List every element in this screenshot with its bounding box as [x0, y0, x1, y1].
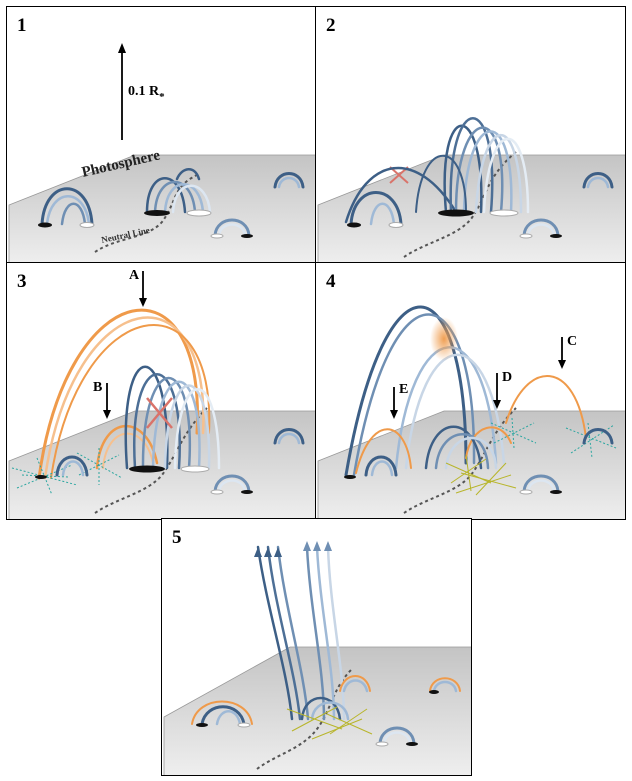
- panel-5: 5: [161, 518, 472, 776]
- photosphere-plane: [163, 646, 471, 775]
- orange-blob: [430, 317, 458, 361]
- loop-group-mid: [339, 675, 371, 693]
- yellow-ribbons: [445, 454, 517, 496]
- neutral-line: [403, 151, 517, 258]
- orange-loop-e: [355, 428, 412, 474]
- panel-number: 4: [326, 271, 336, 292]
- panel-1-diagram: 0.1 R* Photosphere Neutral Line: [8, 43, 316, 263]
- erupting-loops: [344, 305, 506, 477]
- arrow-a-head: [139, 298, 147, 307]
- yellow-ribbons: [286, 706, 373, 740]
- orange-loop-c: [505, 374, 587, 439]
- reconnection-x: [146, 397, 173, 429]
- cyan-burst-2: [565, 422, 617, 459]
- panel-3-diagram: A B: [8, 268, 316, 519]
- label-e: E: [399, 382, 408, 397]
- loop-group-center: [144, 168, 212, 217]
- orange-loop-a: [37, 308, 211, 480]
- loop-group-right: [375, 677, 461, 747]
- loop-group-left: [344, 455, 398, 479]
- arrow-e-head: [390, 410, 398, 419]
- post-flare-loops: [424, 425, 498, 470]
- cyan-burst-1: [490, 417, 537, 449]
- neutral-line: [94, 407, 208, 514]
- neutral-line: [256, 668, 353, 770]
- loop-group-center: [344, 117, 530, 224]
- cyan-burst-right: [76, 448, 123, 485]
- neutral-line: [94, 174, 198, 253]
- loop-group-left: [347, 191, 404, 228]
- panel-number: 5: [172, 527, 182, 548]
- loop-group-left: [35, 455, 89, 479]
- panel-3: 3: [6, 262, 317, 520]
- loop-group-right: [210, 428, 305, 495]
- post-flare-loops: [300, 696, 350, 721]
- orange-loop-d: [465, 426, 512, 459]
- arrows-down: [254, 547, 282, 557]
- panel-number: 1: [17, 15, 27, 36]
- label-d: D: [502, 370, 512, 385]
- label-c: C: [567, 334, 577, 349]
- panel-1: 1 0.1 R* Photosphere Neutral Line: [6, 6, 317, 264]
- panel-number: 2: [326, 15, 336, 36]
- arrow-c-head: [558, 360, 566, 369]
- scale-arrow-head: [118, 43, 126, 53]
- panel-2: 2: [315, 6, 626, 264]
- open-field-lines: [256, 545, 346, 721]
- panel-4-diagram: C D E: [317, 305, 625, 519]
- neutral-line: [403, 407, 517, 514]
- loop-group-right: [519, 172, 614, 239]
- label-b: B: [93, 380, 102, 395]
- panel-2-diagram: [317, 117, 625, 263]
- loop-group-right: [519, 428, 614, 495]
- arrows-up: [303, 541, 332, 551]
- panel-4: 4: [315, 262, 626, 520]
- panel-number: 3: [17, 271, 27, 292]
- loop-group-left: [191, 700, 253, 728]
- loop-group-left: [38, 187, 95, 228]
- photosphere-plane: [8, 410, 316, 519]
- label-a: A: [129, 268, 140, 283]
- scale-label: 0.1 R*: [128, 84, 165, 103]
- photosphere-plane: [317, 154, 625, 263]
- panel-5-diagram: [163, 541, 471, 775]
- loop-group-right: [210, 172, 305, 239]
- arrow-b-head: [103, 410, 111, 419]
- photosphere-plane: [317, 410, 625, 519]
- arrow-d-head: [493, 400, 501, 409]
- photosphere-plane: [8, 154, 316, 263]
